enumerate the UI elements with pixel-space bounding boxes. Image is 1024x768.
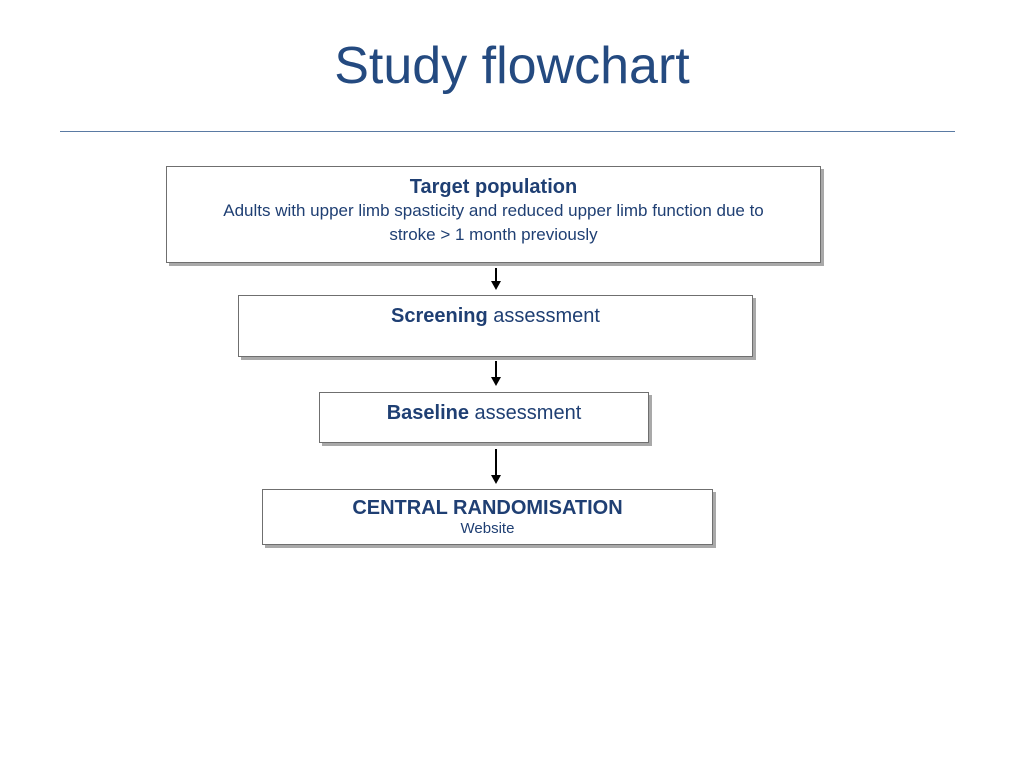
randomisation-heading: CENTRAL RANDOMISATION — [352, 497, 623, 519]
title-divider — [60, 131, 955, 132]
target-population-description-line1: Adults with upper limb spasticity and re… — [223, 201, 764, 220]
baseline-label: Baseline — [386, 402, 469, 424]
randomisation-box: CENTRAL RANDOMISATION Website — [262, 489, 713, 545]
screening-label: Screening — [391, 305, 488, 327]
arrow-screening-to-baseline — [491, 361, 501, 386]
arrow-target-to-screening — [491, 268, 501, 290]
screening-suffix: assessment — [487, 305, 600, 327]
target-population-description-line2: stroke > 1 month previously — [389, 225, 598, 244]
arrow-baseline-to-randomisation — [491, 449, 501, 484]
target-population-heading: Target population — [409, 176, 578, 198]
baseline-box: Baseline assessment — [319, 392, 649, 443]
baseline-suffix: assessment — [469, 402, 582, 424]
page-title: Study flowchart — [334, 37, 690, 95]
screening-box: Screening assessment — [238, 295, 753, 357]
target-population-box: Target population Adults with upper limb… — [166, 166, 821, 263]
randomisation-subtitle: Website — [460, 520, 515, 537]
